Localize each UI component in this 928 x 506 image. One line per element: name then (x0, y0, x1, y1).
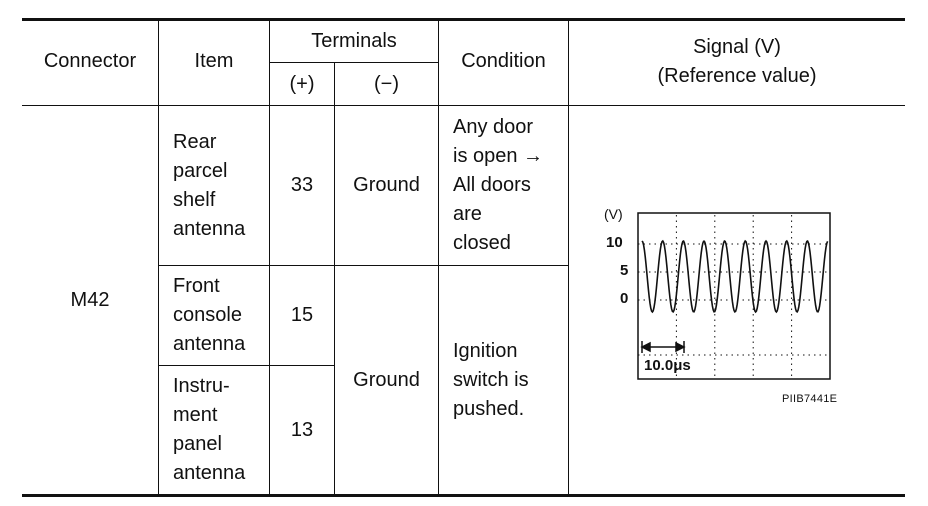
header-terminals: Terminals (311, 29, 397, 52)
header-condition: Condition (461, 50, 546, 72)
terminal-spec-table: Connector Item Terminals (+) (−) Conditi… (22, 18, 905, 497)
header-connector: Connector (43, 50, 137, 72)
col-divider-1 (158, 18, 159, 497)
row2-bottom-divider (158, 365, 334, 366)
waveform-ytick-0: 0 (620, 290, 628, 307)
signal-waveform: (V) 10 5 0 10.0μs (604, 206, 831, 380)
merged-terminal-minus: Ground (353, 368, 420, 391)
waveform-unit-label: (V) (604, 206, 623, 222)
table-bottom-rule (22, 494, 905, 497)
connector-value: M42 (70, 288, 110, 311)
row1-bottom-divider (158, 265, 568, 266)
row1-condition: Any door is open → All doors are closed (453, 116, 544, 254)
col-divider-3 (334, 62, 335, 497)
row2-item: Front console antenna (173, 275, 246, 355)
header-signal: Signal (V) (Reference value) (657, 35, 817, 87)
header-terminal-plus: (+) (289, 72, 315, 95)
row1-terminal-plus: 33 (290, 174, 314, 196)
waveform-grid (638, 215, 830, 377)
row1-terminal-minus: Ground (353, 174, 420, 196)
row1-item: Rear parcel shelf antenna (173, 130, 246, 240)
waveform-ytick-10: 10 (606, 234, 623, 251)
col-divider-4 (438, 18, 439, 497)
merged-condition: Ignition switch is pushed. (453, 339, 529, 420)
waveform-ytick-5: 5 (620, 262, 628, 279)
terminals-header-divider (269, 62, 438, 63)
row3-item: Instru- ment panel antenna (173, 375, 246, 484)
waveform-trace (641, 239, 829, 314)
waveform-frame (637, 212, 831, 380)
col-divider-5 (568, 18, 569, 497)
waveform-time-label: 10.0μs (644, 357, 691, 374)
table-top-rule (22, 18, 905, 21)
header-terminal-minus: (−) (374, 72, 399, 95)
row3-terminal-plus: 13 (290, 418, 314, 441)
time-scale-marker (640, 341, 686, 353)
figure-id: PIIB7441E (782, 393, 838, 405)
header-bottom-rule (22, 105, 905, 106)
col-divider-2 (269, 18, 270, 497)
header-item: Item (194, 50, 234, 72)
row2-terminal-plus: 15 (290, 304, 314, 326)
